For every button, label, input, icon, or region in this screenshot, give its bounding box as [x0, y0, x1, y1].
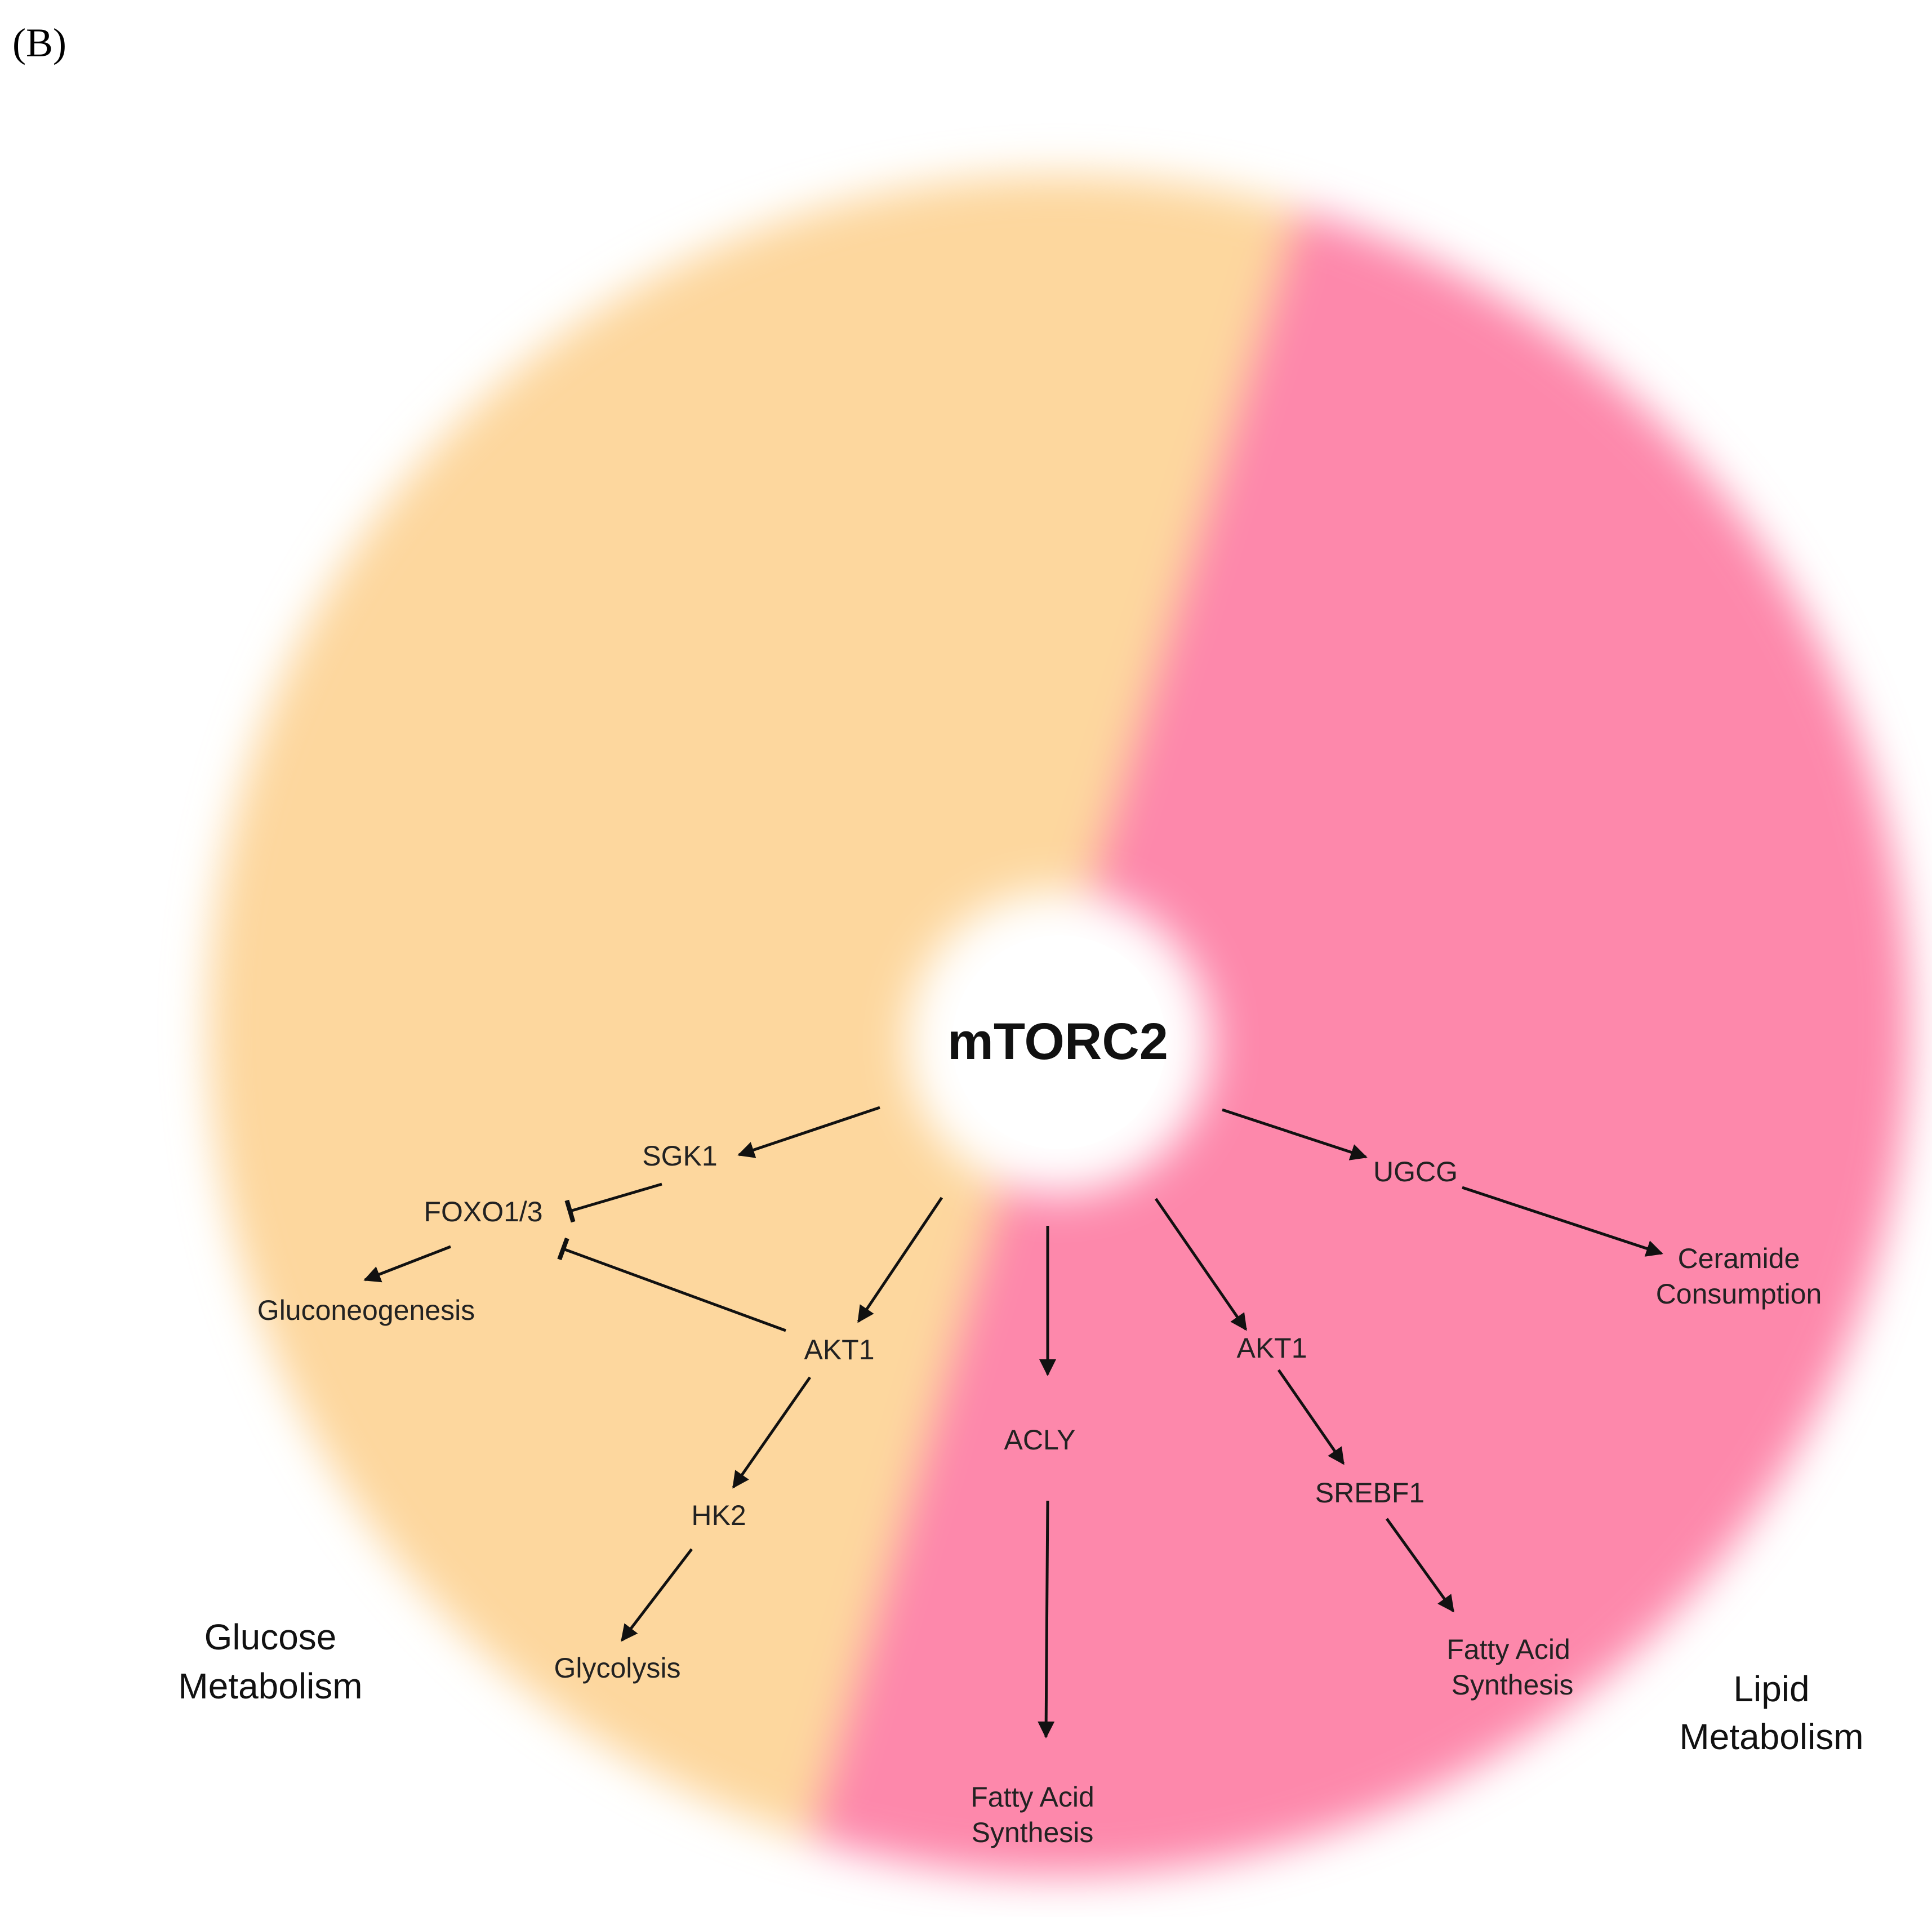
edge-hk2-glycolysis	[621, 1548, 693, 1642]
region-lipid-line2: Metabolism	[1679, 1716, 1863, 1757]
edge-srebf1-fas-right	[1385, 1518, 1455, 1613]
hub-core	[952, 935, 1166, 1149]
edge-mtorc2-akt1-left	[857, 1197, 943, 1323]
node-akt1-left: AKT1	[804, 1334, 874, 1366]
node-foxo: FOXO1/3	[424, 1196, 542, 1227]
node-hk2: HK2	[691, 1500, 746, 1531]
node-fas-center-line1: Fatty Acid	[971, 1781, 1094, 1813]
edges	[363, 1106, 1663, 1738]
nodes: SGK1 FOXO1/3 Gluconeogenesis AKT1 HK2 Gl…	[257, 1140, 1822, 1848]
node-fas-right-line1: Fatty Acid	[1446, 1634, 1570, 1665]
edge-foxo-gluconeogenesis	[363, 1245, 451, 1283]
node-srebf1: SREBF1	[1315, 1477, 1425, 1509]
edge-ugcg-ceramide	[1462, 1186, 1663, 1257]
panel-label: (B)	[12, 20, 66, 65]
node-gluconeogenesis: Gluconeogenesis	[257, 1295, 475, 1326]
node-fas-center-line2: Synthesis	[972, 1817, 1094, 1848]
node-glycolysis: Glycolysis	[554, 1652, 680, 1684]
edge-akt1-hk2	[732, 1376, 812, 1489]
edge-acly-fas-center	[1038, 1500, 1055, 1738]
edge-akt1-srebf1	[1277, 1369, 1345, 1465]
hub-label: mTORC2	[947, 1013, 1168, 1070]
node-ugcg: UGCG	[1373, 1156, 1458, 1187]
region-lipid-line1: Lipid	[1733, 1669, 1809, 1709]
edge-mtorc2-ugcg	[1222, 1108, 1368, 1160]
node-ceramide-line2: Consumption	[1656, 1278, 1822, 1310]
region-glucose-line1: Glucose	[204, 1617, 337, 1657]
node-ceramide-line1: Ceramide	[1678, 1243, 1800, 1274]
node-sgk1: SGK1	[642, 1140, 717, 1172]
region-glucose-line2: Metabolism	[178, 1666, 362, 1706]
edge-mtorc2-akt1-right	[1154, 1198, 1248, 1331]
edge-akt1-foxo	[557, 1237, 786, 1332]
edge-sgk1-foxo	[564, 1182, 662, 1223]
node-akt1-right: AKT1	[1236, 1332, 1307, 1364]
edge-mtorc2-sgk1	[737, 1106, 880, 1158]
node-acly: ACLY	[1004, 1424, 1076, 1456]
node-fas-right-line2: Synthesis	[1452, 1669, 1574, 1701]
